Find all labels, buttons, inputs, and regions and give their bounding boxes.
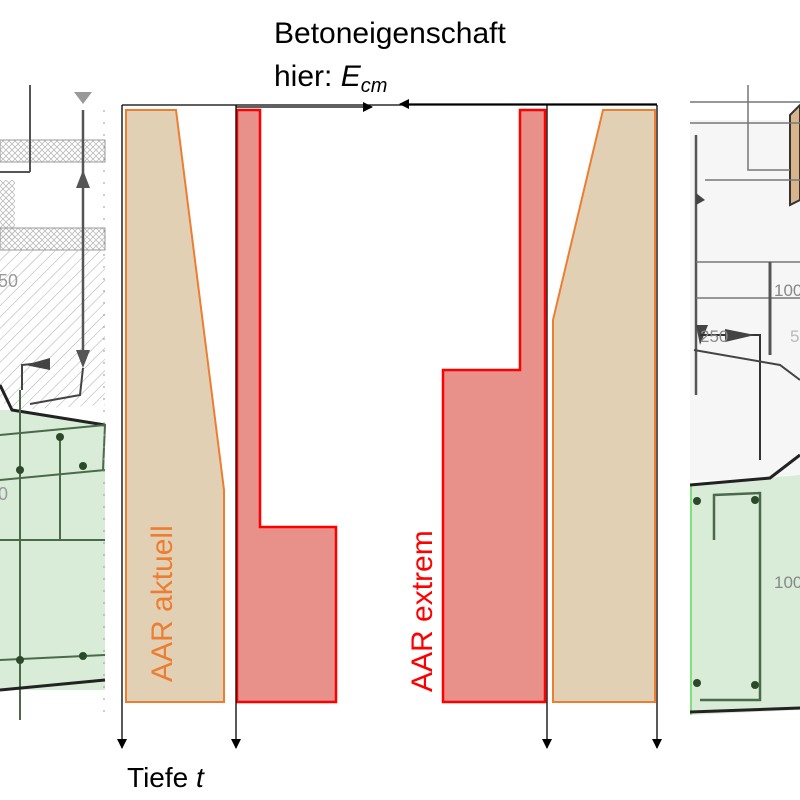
aar-current-profile-left — [125, 109, 225, 703]
right-construction-drawing: 100 250 5 100 — [689, 85, 800, 715]
right-dimension-4: 100 — [774, 573, 800, 592]
left-dimension-1: 50 — [0, 271, 18, 291]
aar-extreme-profile-right — [441, 108, 547, 704]
right-dimension-1: 100 — [774, 281, 800, 300]
property-symbol-label: hier: Ecm — [274, 60, 387, 97]
depth-axis-label: Tiefe t — [127, 762, 205, 793]
aar-extreme-profile-left — [235, 108, 338, 704]
right-dimension-2: 250 — [700, 327, 728, 346]
aar-current-profile-right — [552, 109, 656, 703]
aar-extreme-label: AAR extrem — [406, 530, 439, 692]
axes — [117, 99, 662, 749]
left-dimension-2: 0 — [0, 484, 8, 504]
aar-current-label: AAR aktuell — [146, 525, 179, 682]
property-label: Betoneigenschaft — [274, 17, 507, 50]
right-dimension-3: 5 — [790, 327, 799, 346]
left-construction-drawing: 50 0 — [0, 85, 107, 720]
